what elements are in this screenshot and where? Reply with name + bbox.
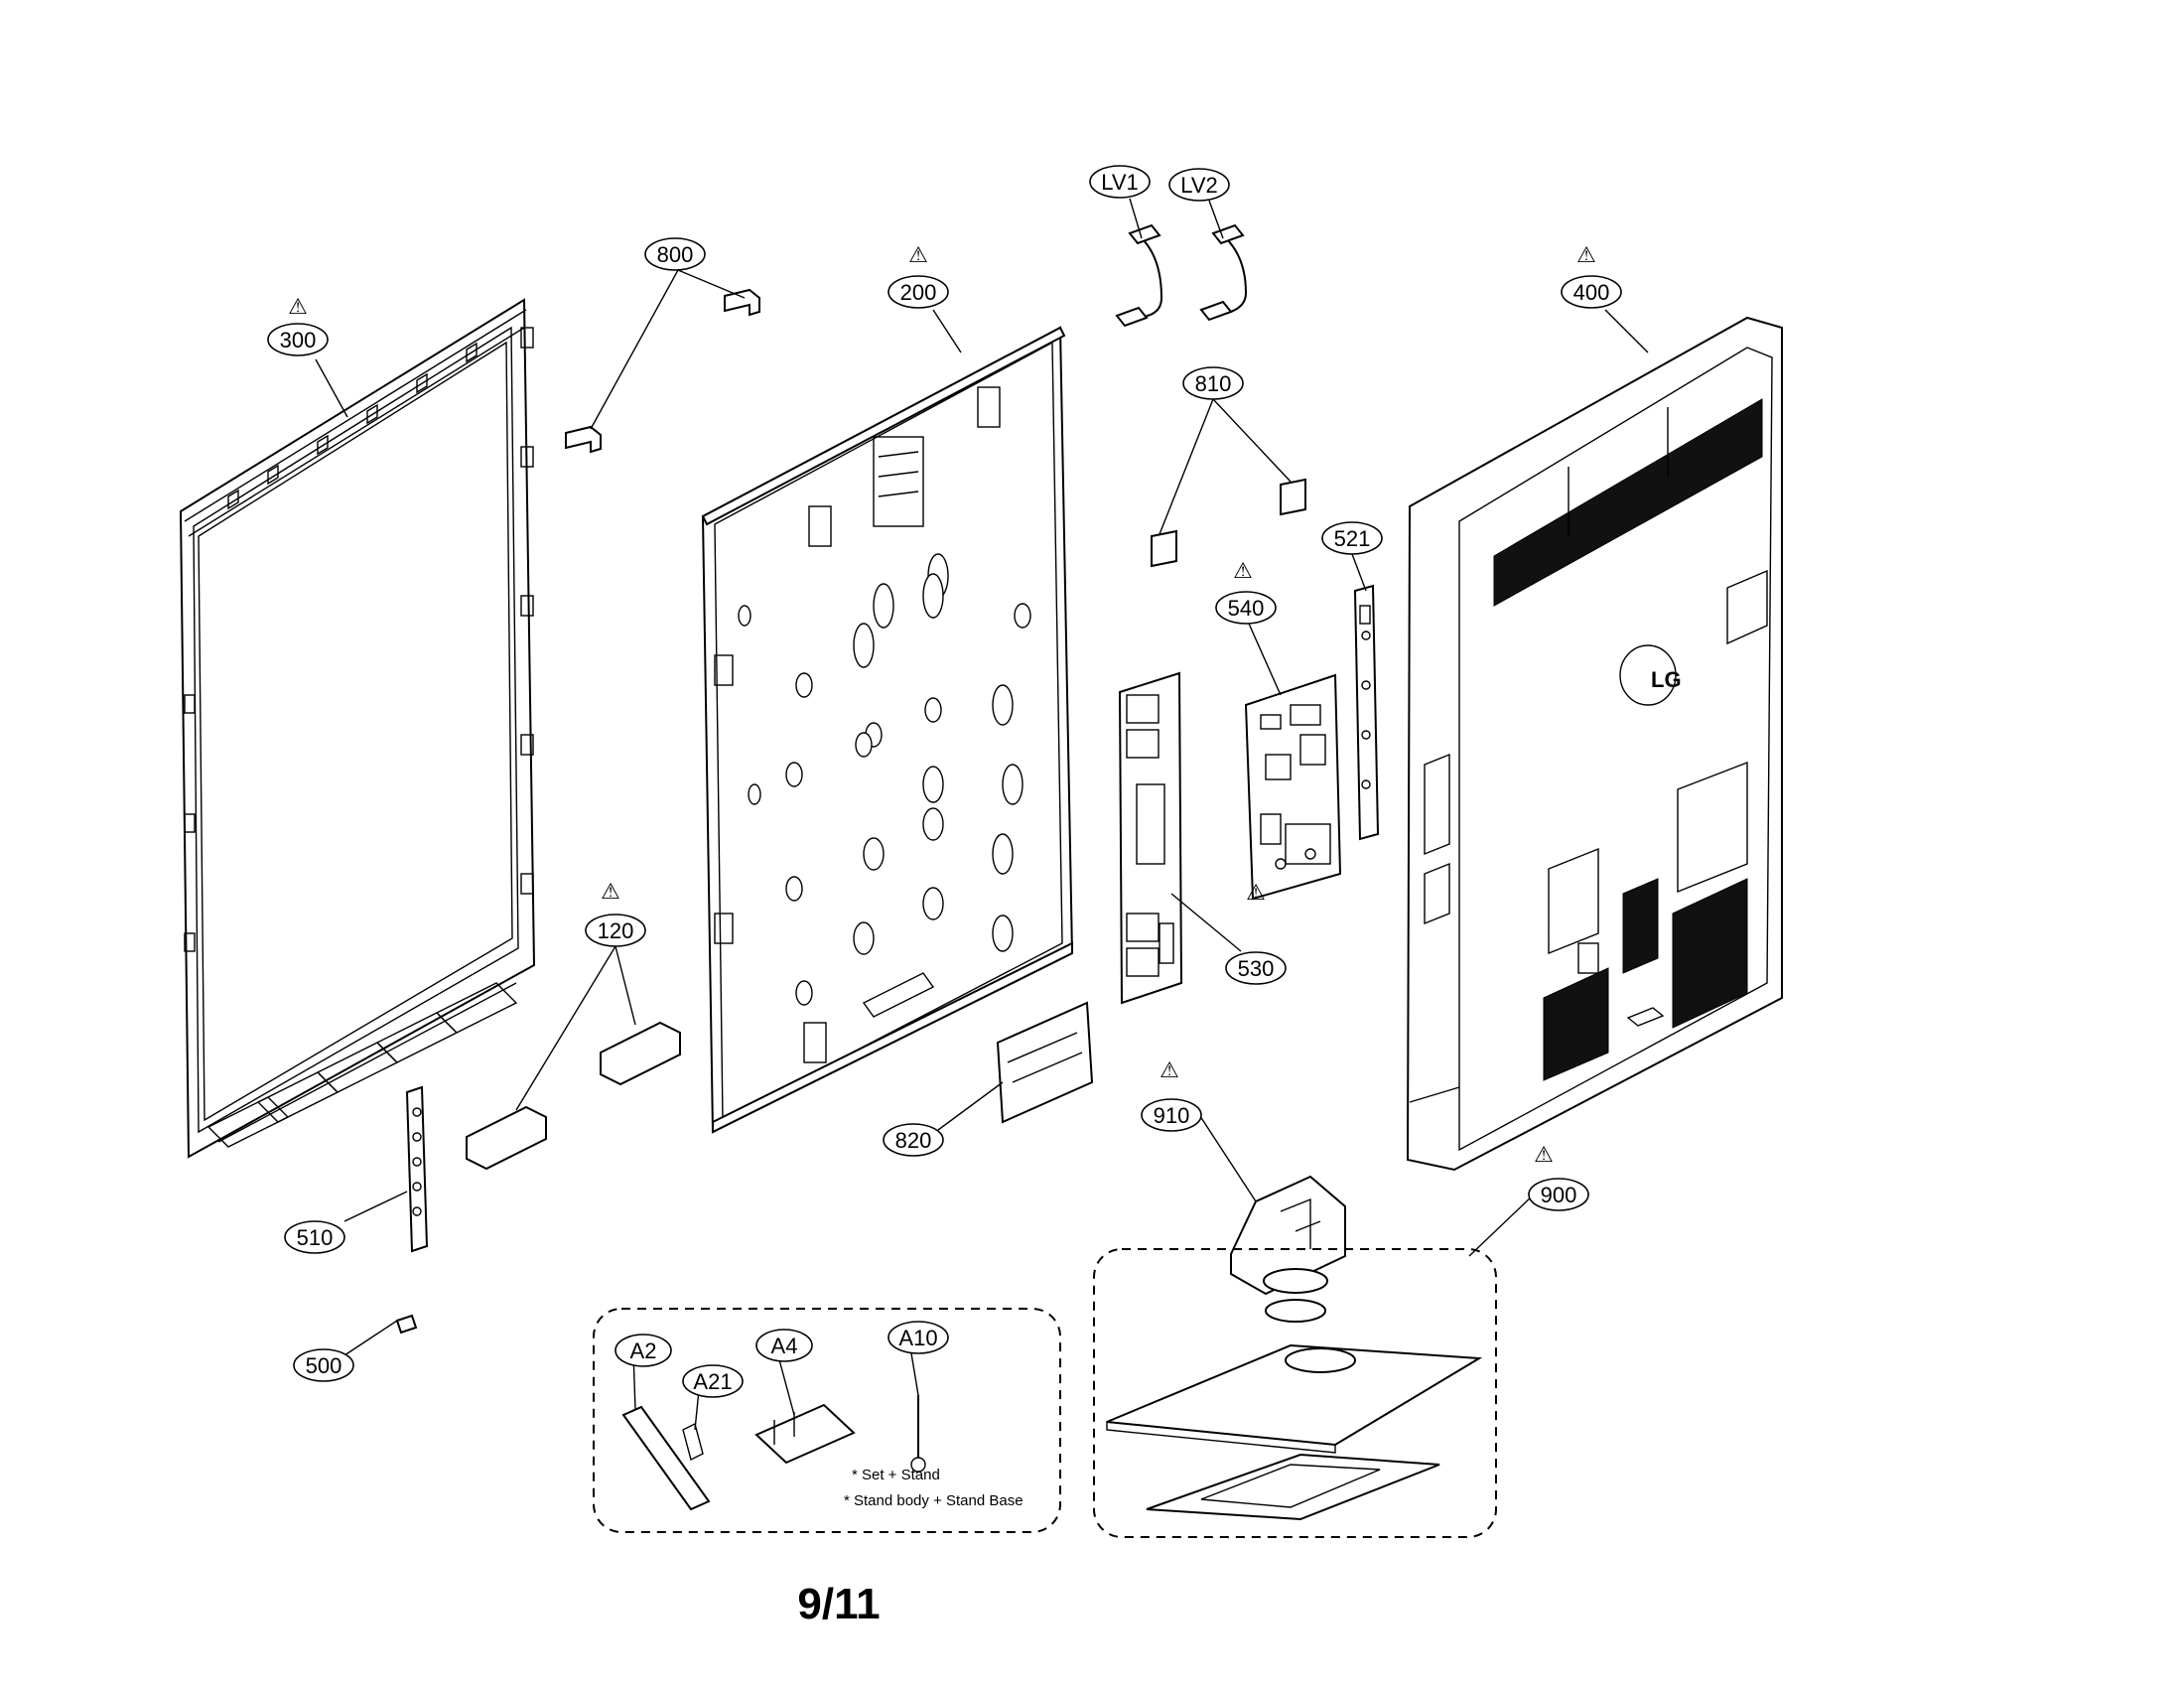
svg-text:900: 900: [1541, 1183, 1577, 1207]
lg-logo-text: LG: [1651, 667, 1682, 692]
svg-text:400: 400: [1573, 280, 1610, 305]
note-stand-body: * Stand body + Stand Base: [844, 1492, 1024, 1509]
callout-a4: A4: [755, 1329, 813, 1362]
callout-510: 510: [284, 1220, 345, 1254]
page-number: 9/11: [797, 1580, 880, 1628]
back-cover-part: LG: [1406, 316, 1783, 1172]
bracket-820-part: [996, 1001, 1094, 1124]
svg-text:820: 820: [895, 1128, 932, 1153]
callout-400: 400: [1561, 275, 1622, 309]
callout-300: 300: [267, 323, 329, 356]
warning-markers: ⚠ ⚠ ⚠ ⚠ ⚠ ⚠ ⚠ ⚠: [288, 242, 1596, 1167]
callout-820: 820: [883, 1123, 944, 1157]
callout-810: 810: [1182, 366, 1244, 400]
side-board-part: [1353, 584, 1380, 841]
svg-text:120: 120: [598, 918, 634, 943]
part-callouts: 300 800 200 LV1 LV2 400 810 521: [267, 165, 1622, 1398]
callout-a2: A2: [614, 1334, 672, 1367]
svg-text:A4: A4: [771, 1334, 798, 1358]
svg-text:530: 530: [1238, 956, 1275, 981]
callout-200: 200: [887, 275, 949, 309]
callout-521: 521: [1321, 521, 1383, 555]
power-board-part: [1118, 671, 1183, 1005]
callout-910: 910: [1141, 1098, 1202, 1132]
svg-text:510: 510: [297, 1225, 334, 1250]
warning-icon: ⚠: [1576, 242, 1596, 267]
svg-text:500: 500: [306, 1353, 342, 1378]
stand-base-900-part: [1106, 1268, 1483, 1521]
callout-120: 120: [585, 914, 646, 947]
bracket-800-part: [565, 288, 760, 454]
lvds-cable-lv1-part: [1115, 223, 1163, 328]
svg-text:521: 521: [1334, 526, 1371, 551]
stand-group-box: [1093, 1248, 1497, 1538]
main-chassis-part: [701, 326, 1074, 1134]
callout-540: 540: [1215, 591, 1277, 625]
lvds-cable-lv2-part: [1199, 223, 1248, 322]
warning-icon: ⚠: [601, 879, 620, 904]
warning-icon: ⚠: [1160, 1057, 1179, 1082]
speaker-120-part: [466, 1021, 681, 1171]
svg-text:800: 800: [657, 242, 694, 267]
callout-a10: A10: [887, 1321, 949, 1354]
callout-a21: A21: [682, 1364, 744, 1398]
warning-icon: ⚠: [1246, 880, 1266, 905]
svg-text:540: 540: [1228, 596, 1265, 621]
control-board-510-part: [405, 1085, 429, 1253]
svg-text:810: 810: [1195, 371, 1232, 396]
svg-text:200: 200: [900, 280, 937, 305]
svg-text:A2: A2: [630, 1338, 657, 1363]
leader-lines: [315, 198, 1649, 1431]
note-set-stand: * Set + Stand: [852, 1467, 940, 1483]
svg-text:A10: A10: [898, 1326, 937, 1350]
svg-text:910: 910: [1154, 1103, 1190, 1128]
callout-800: 800: [644, 237, 706, 271]
main-board-part: [1244, 673, 1342, 901]
button-500-part: [395, 1314, 418, 1335]
callout-500: 500: [293, 1348, 354, 1382]
front-bezel-part: [179, 298, 536, 1159]
svg-text:A21: A21: [693, 1369, 732, 1394]
callout-lv2: LV2: [1168, 168, 1230, 202]
svg-text:300: 300: [280, 328, 317, 352]
svg-text:LV1: LV1: [1101, 170, 1139, 195]
warning-icon: ⚠: [288, 294, 308, 319]
bracket-810-part: [1151, 478, 1306, 568]
screw-a10-part: [910, 1395, 926, 1473]
bracket-a4-part: [754, 1403, 856, 1465]
warning-icon: ⚠: [1233, 558, 1253, 583]
callout-900: 900: [1528, 1178, 1589, 1211]
svg-text:LV2: LV2: [1180, 173, 1218, 198]
warning-icon: ⚠: [1534, 1142, 1554, 1167]
callout-lv1: LV1: [1089, 165, 1151, 199]
callout-530: 530: [1225, 951, 1287, 985]
warning-icon: ⚠: [908, 242, 928, 267]
